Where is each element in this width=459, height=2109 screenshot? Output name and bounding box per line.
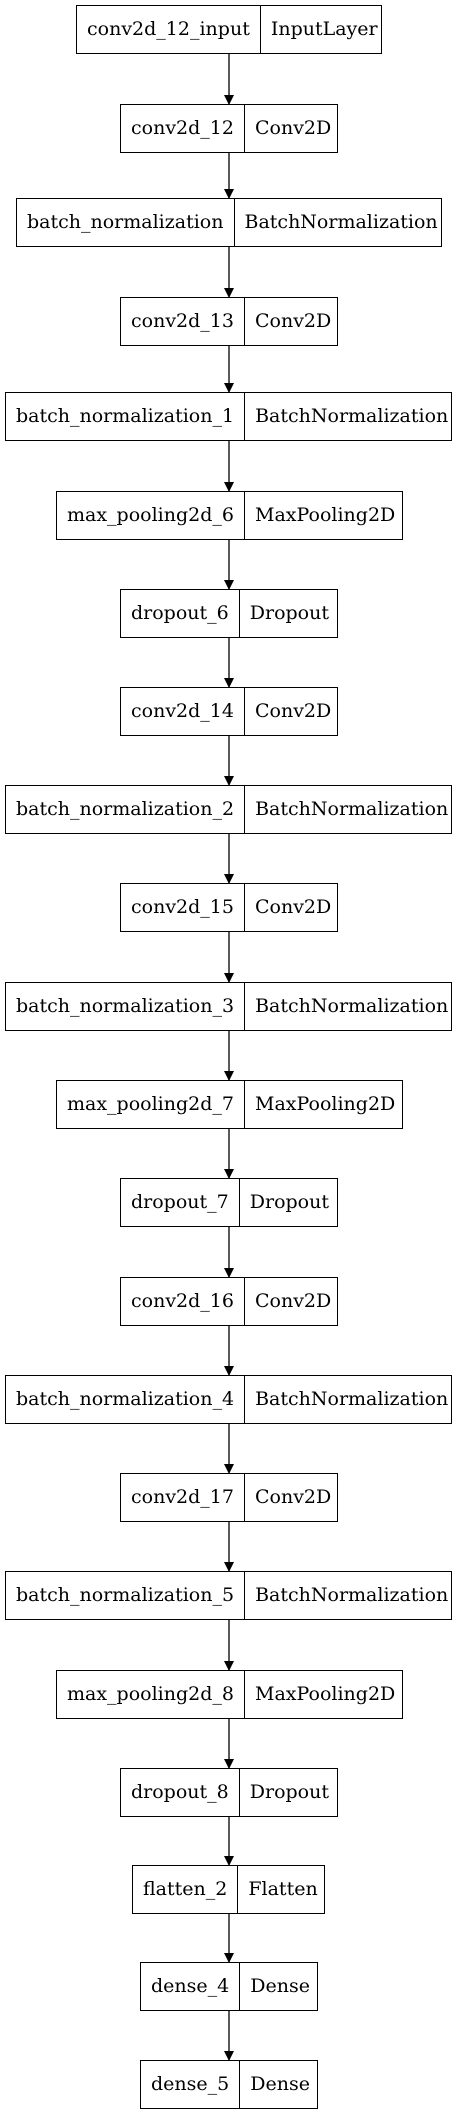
- layer-name: dropout_7: [121, 1179, 240, 1226]
- layer-node-max_pooling2d_7: max_pooling2d_7 MaxPooling2D: [56, 1080, 403, 1129]
- layer-name: conv2d_15: [121, 884, 245, 931]
- layer-name: flatten_2: [133, 1866, 239, 1913]
- layer-node-conv2d_14: conv2d_14 Conv2D: [120, 687, 338, 736]
- layer-type: BatchNormalization: [255, 1584, 449, 1606]
- layer-node-conv2d_13: conv2d_13 Conv2D: [120, 297, 338, 346]
- layer-node-conv2d_15: conv2d_15 Conv2D: [120, 883, 338, 932]
- layer-type: Conv2D: [254, 896, 332, 918]
- layer-node-batch_normalization_5: batch_normalization_5 BatchNormalization: [5, 1571, 452, 1620]
- layer-type: Conv2D: [254, 1486, 332, 1508]
- layer-name: conv2d_14: [121, 688, 245, 735]
- layer-name: dropout_8: [121, 1769, 240, 1816]
- layer-name: batch_normalization_2: [6, 786, 246, 833]
- layer-type: BatchNormalization: [244, 211, 438, 233]
- layer-node-batch_normalization_3: batch_normalization_3 BatchNormalization: [5, 982, 452, 1031]
- layer-type: MaxPooling2D: [255, 1683, 396, 1705]
- layer-name: max_pooling2d_8: [57, 1671, 245, 1718]
- layer-type: Dense: [250, 1975, 310, 1997]
- layer-node-conv2d_12_input: conv2d_12_input InputLayer: [76, 5, 382, 54]
- layer-node-dense_4: dense_4 Dense: [140, 1962, 318, 2011]
- layer-name: conv2d_13: [121, 298, 245, 345]
- layer-type: MaxPooling2D: [255, 504, 396, 526]
- layer-name: conv2d_16: [121, 1278, 245, 1325]
- layer-node-max_pooling2d_6: max_pooling2d_6 MaxPooling2D: [56, 491, 403, 540]
- layer-type: BatchNormalization: [255, 995, 449, 1017]
- layer-name: conv2d_17: [121, 1474, 245, 1521]
- layer-name: dense_5: [141, 2061, 241, 2108]
- layer-name: max_pooling2d_6: [57, 492, 245, 539]
- layer-node-conv2d_16: conv2d_16 Conv2D: [120, 1277, 338, 1326]
- layer-type: Conv2D: [254, 1290, 332, 1312]
- layer-name: dense_4: [141, 1963, 241, 2010]
- layer-type: Dropout: [249, 602, 329, 624]
- layer-type: Dense: [250, 2073, 310, 2095]
- layer-node-dropout_8: dropout_8 Dropout: [120, 1768, 338, 1817]
- layer-node-batch_normalization: batch_normalization BatchNormalization: [16, 198, 442, 247]
- layer-type: Dropout: [249, 1191, 329, 1213]
- layer-name: max_pooling2d_7: [57, 1081, 245, 1128]
- layer-node-dense_5: dense_5 Dense: [140, 2060, 318, 2109]
- layer-type: BatchNormalization: [255, 1388, 449, 1410]
- layer-name: batch_normalization_1: [6, 393, 246, 440]
- layer-type: MaxPooling2D: [255, 1093, 396, 1115]
- layer-node-dropout_6: dropout_6 Dropout: [120, 589, 338, 638]
- layer-type: InputLayer: [270, 18, 378, 40]
- layer-name: batch_normalization: [17, 199, 235, 246]
- layer-node-batch_normalization_1: batch_normalization_1 BatchNormalization: [5, 392, 452, 441]
- layer-type: Conv2D: [254, 700, 332, 722]
- layer-node-conv2d_17: conv2d_17 Conv2D: [120, 1473, 338, 1522]
- layer-name: batch_normalization_4: [6, 1376, 246, 1423]
- layer-type: BatchNormalization: [255, 405, 449, 427]
- layer-node-flatten_2: flatten_2 Flatten: [132, 1865, 325, 1914]
- layer-node-max_pooling2d_8: max_pooling2d_8 MaxPooling2D: [56, 1670, 403, 1719]
- layer-name: batch_normalization_5: [6, 1572, 246, 1619]
- layer-type: Flatten: [248, 1878, 318, 1900]
- layer-name: conv2d_12: [121, 105, 245, 152]
- layer-name: dropout_6: [121, 590, 240, 637]
- layer-node-conv2d_12: conv2d_12 Conv2D: [120, 104, 338, 153]
- layer-node-batch_normalization_4: batch_normalization_4 BatchNormalization: [5, 1375, 452, 1424]
- layer-name: batch_normalization_3: [6, 983, 246, 1030]
- layer-type: Conv2D: [254, 310, 332, 332]
- layer-type: Dropout: [249, 1781, 329, 1803]
- layer-type: Conv2D: [254, 117, 332, 139]
- layer-node-dropout_7: dropout_7 Dropout: [120, 1178, 338, 1227]
- layer-type: BatchNormalization: [255, 798, 449, 820]
- layer-name: conv2d_12_input: [77, 6, 261, 53]
- layer-node-batch_normalization_2: batch_normalization_2 BatchNormalization: [5, 785, 452, 834]
